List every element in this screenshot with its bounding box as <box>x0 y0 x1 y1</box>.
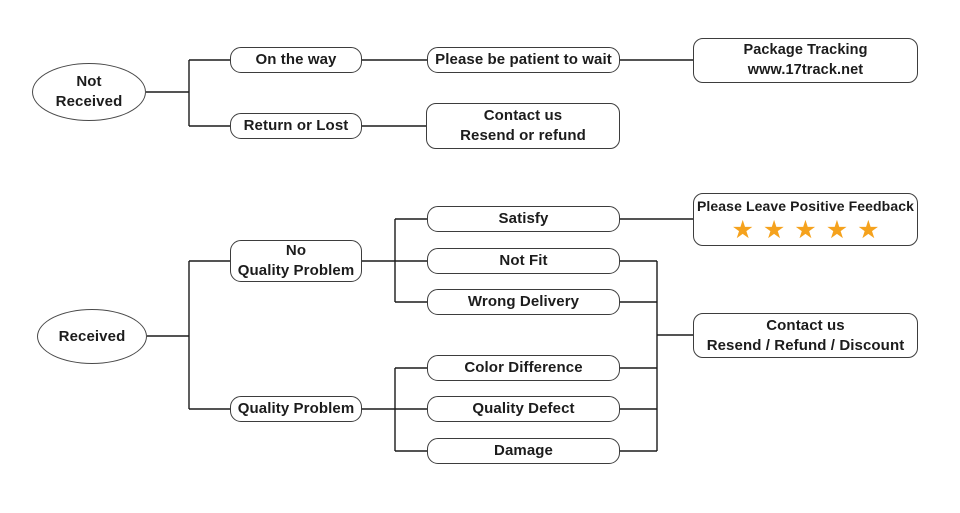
node-label: Return or Lost <box>243 117 349 135</box>
node-not-fit: Not Fit <box>427 248 620 274</box>
star-icon: ★ <box>731 214 763 244</box>
node-return-or-lost: Return or Lost <box>230 113 362 139</box>
node-label: Quality Problem <box>237 400 355 418</box>
node-label: No <box>285 242 307 260</box>
star-icon: ★ <box>794 214 826 244</box>
connector-right-merge <box>620 260 693 452</box>
node-on-the-way: On the way <box>230 47 362 73</box>
node-package-tracking: Package Tracking www.17track.net <box>693 38 918 83</box>
node-satisfy: Satisfy <box>427 206 620 232</box>
node-damage: Damage <box>427 438 620 464</box>
node-not-received: Not Received <box>32 63 146 121</box>
node-label: Not Fit <box>499 252 548 270</box>
connector-no-quality-junction <box>362 218 427 303</box>
node-no-quality-problem: No Quality Problem <box>230 240 362 282</box>
node-label: Quality Problem <box>237 262 355 279</box>
tracking-url: www.17track.net <box>747 61 864 78</box>
node-label: Package Tracking <box>743 42 868 59</box>
node-label: Not <box>76 73 102 91</box>
node-contact-resend-refund: Contact us Resend or refund <box>426 103 620 149</box>
node-label: Satisfy <box>498 210 549 228</box>
node-please-be-patient: Please be patient to wait <box>427 47 620 73</box>
node-label: On the way <box>255 51 337 69</box>
node-label: Resend or refund <box>460 127 586 144</box>
node-positive-feedback: Please Leave Positive Feedback ★★★★★ <box>693 193 918 246</box>
star-icon: ★ <box>825 214 858 244</box>
node-wrong-delivery: Wrong Delivery <box>427 289 620 315</box>
node-quality-problem: Quality Problem <box>230 396 362 422</box>
star-icon: ★ <box>762 214 795 244</box>
node-label: Color Difference <box>464 359 583 377</box>
node-label: Contact us <box>766 316 845 334</box>
node-label: Contact us <box>483 107 563 125</box>
node-label: Please be patient to wait <box>435 51 612 69</box>
node-contact-resend-refund-discount: Contact us Resend / Refund / Discount <box>693 313 918 358</box>
feedback-label: Please Leave Positive Feedback <box>696 198 914 215</box>
connector-received-branch <box>147 260 230 410</box>
node-quality-defect: Quality Defect <box>427 396 620 422</box>
node-label: Resend / Refund / Discount <box>706 336 905 354</box>
node-label: Wrong Delivery <box>467 293 580 311</box>
node-color-difference: Color Difference <box>427 355 620 381</box>
star-rating: ★★★★★ <box>722 217 888 242</box>
connector-not-received-branch <box>146 59 230 127</box>
node-label: Damage <box>494 442 553 460</box>
node-label: Quality Defect <box>472 400 575 418</box>
node-received: Received <box>37 309 147 364</box>
connector-quality-junction <box>362 367 427 452</box>
node-label: Received <box>58 327 126 345</box>
node-label: Received <box>55 93 123 110</box>
star-icon: ★ <box>857 214 889 244</box>
